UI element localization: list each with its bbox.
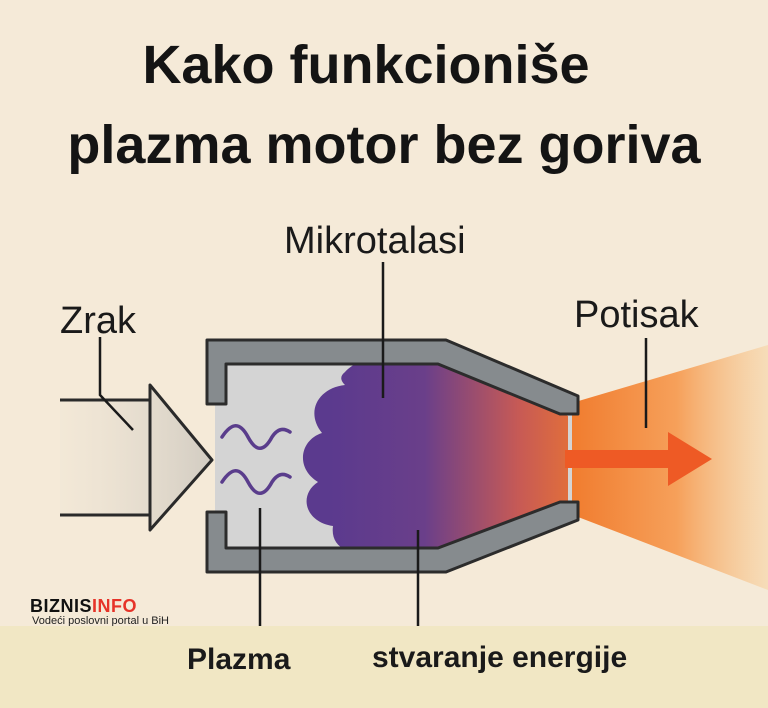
plasma-cloud [302,354,568,556]
intake-label: Zrak [60,300,136,342]
plasma-label: Plazma [187,643,291,676]
microwaves-label: Mikrotalasi [284,220,466,262]
energy-label: stvaranje energije [372,641,628,674]
title-line-1: Kako funkcioniše [142,35,590,95]
intake-arrow [60,383,214,532]
biznisinfo-logo: BIZNISINFO [30,596,138,616]
logo-tagline: Vodeći poslovni portal u BiH [32,615,169,627]
engine-casing [205,338,580,574]
bottom-label-bar [0,626,768,708]
microwave-wave-icon [220,424,292,495]
thrust-label: Potisak [574,294,699,336]
title-line-2: plazma motor bez goriva [67,115,701,175]
leader-lines [98,262,648,626]
thrust-arrow [565,432,712,486]
